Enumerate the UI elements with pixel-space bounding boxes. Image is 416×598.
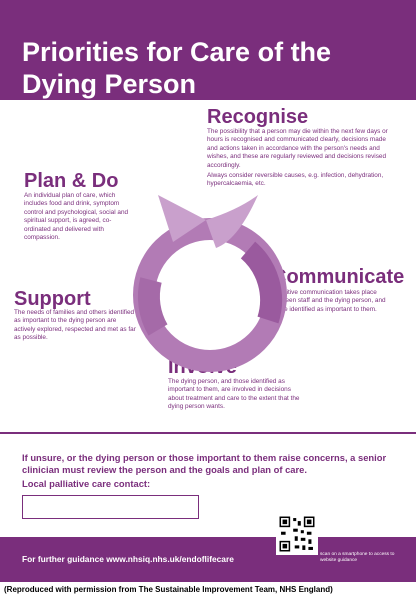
footer-band [0,537,416,582]
page-title: Priorities for Care of the Dying Person [22,37,332,100]
recognise-text: The possibility that a person may die wi… [207,128,388,169]
qr-code-icon[interactable] [276,513,318,555]
cycle-segment-support [137,277,168,336]
divider-line [0,432,416,434]
plan-do-heading: Plan & Do [24,170,119,192]
involve-text: The dying person, and those identified a… [168,378,300,411]
support-text: The needs of families and others identif… [14,309,136,342]
recognise-heading: Recognise [207,106,309,128]
cycle-arrow-tail [206,195,258,248]
guidance-link[interactable]: For further guidance www.nhsiq.nhs.uk/en… [22,554,234,564]
cycle-segment-communicate [240,241,283,324]
credit-line: (Reproduced with permission from The Sus… [4,585,333,594]
circular-arrows-icon [133,195,287,372]
header-band [0,0,416,100]
warning-text: If unsure, or the dying person or those … [22,452,387,476]
communicate-heading: Communicate [272,266,405,288]
cycle-arrow-head [158,195,206,242]
poster: Priorities for Care of the Dying Person … [0,0,416,582]
communicate-text: Sensitive communication takes place betw… [272,289,386,313]
contact-box[interactable] [22,495,199,519]
contact-label: Local palliative care contact: [22,478,151,489]
scan-caption: scan on a smartphone to access to websit… [320,552,395,563]
plan-do-text: An individual plan of care, which includ… [24,192,129,242]
recognise-note: Always consider reversible causes, e.g. … [207,172,384,188]
support-heading: Support [14,288,91,310]
